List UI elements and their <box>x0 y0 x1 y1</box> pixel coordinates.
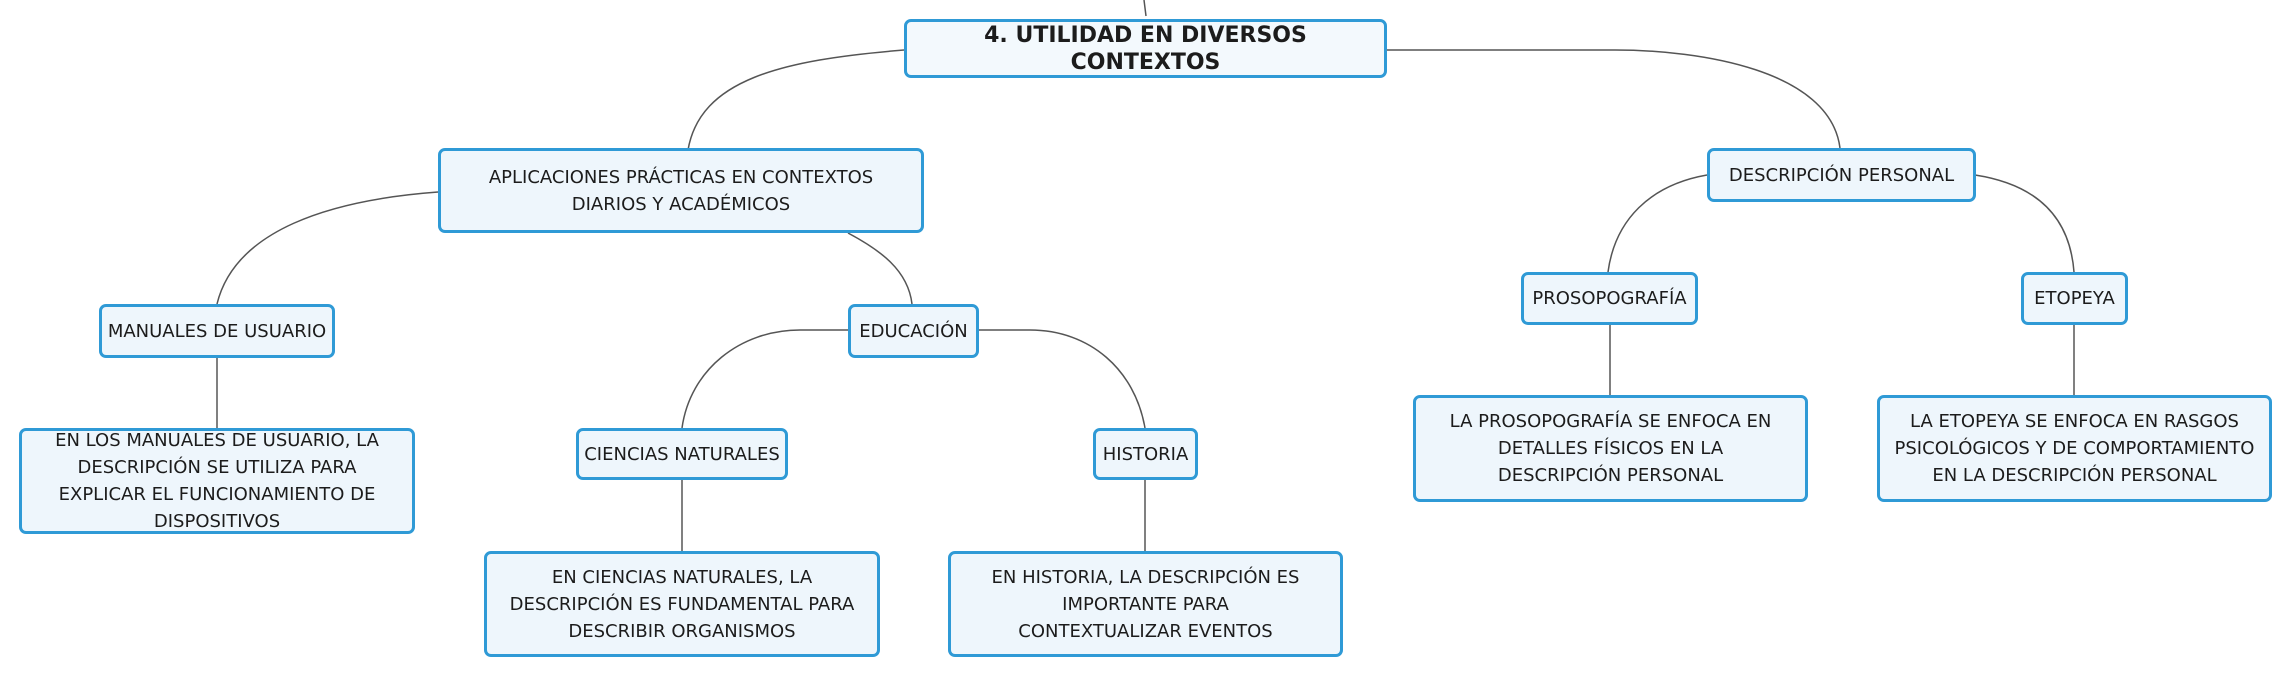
detail-manuales-de-usuario-text: EN LOS MANUALES DE USUARIO, LA DESCRIPCI… <box>55 430 379 532</box>
topic-descripcion-personal-label: DESCRIPCIÓN PERSONAL <box>1728 164 1955 186</box>
connector-educacion-historia <box>978 329 1146 429</box>
connector-root-descripcion <box>1385 49 1841 149</box>
root-topic-label: 4. UTILIDAD EN DIVERSOS CONTEXTOS <box>984 22 1307 75</box>
detail-historia[interactable]: EN HISTORIA, LA DESCRIPCIÓN ES IMPORTANT… <box>948 551 1343 657</box>
detail-historia-text: EN HISTORIA, LA DESCRIPCIÓN ES IMPORTANT… <box>991 566 1300 642</box>
connector-descripcion-prosopografia <box>1607 174 1708 273</box>
topic-educacion-label: EDUCACIÓN <box>859 320 968 342</box>
detail-etopeya[interactable]: LA ETOPEYA SE ENFOCA EN RASGOS PSICOLÓGI… <box>1877 395 2272 502</box>
connector-root-aplicaciones <box>687 49 905 151</box>
topic-aplicaciones-practicas-label: APLICACIONES PRÁCTICAS EN CONTEXTOS DIAR… <box>488 166 874 215</box>
topic-educacion[interactable]: EDUCACIÓN <box>848 304 979 358</box>
topic-historia[interactable]: HISTORIA <box>1093 428 1198 480</box>
connector-root-parent <box>1143 0 1147 17</box>
connector-educacion-ciencias <box>681 329 848 429</box>
detail-ciencias-naturales[interactable]: EN CIENCIAS NATURALES, LA DESCRIPCIÓN ES… <box>484 551 880 657</box>
topic-manuales-de-usuario-label: MANUALES DE USUARIO <box>107 320 327 342</box>
topic-ciencias-naturales[interactable]: CIENCIAS NATURALES <box>576 428 788 480</box>
detail-ciencias-naturales-text: EN CIENCIAS NATURALES, LA DESCRIPCIÓN ES… <box>509 566 855 642</box>
connector-aplicaciones-educacion <box>847 232 913 305</box>
topic-etopeya-label: ETOPEYA <box>2034 288 2115 309</box>
topic-ciencias-naturales-label: CIENCIAS NATURALES <box>584 443 780 465</box>
detail-etopeya-text: LA ETOPEYA SE ENFOCA EN RASGOS PSICOLÓGI… <box>1894 411 2255 486</box>
topic-prosopografia[interactable]: PROSOPOGRAFÍA <box>1521 272 1698 325</box>
topic-etopeya[interactable]: ETOPEYA <box>2021 272 2128 325</box>
topic-aplicaciones-practicas[interactable]: APLICACIONES PRÁCTICAS EN CONTEXTOS DIAR… <box>438 148 924 233</box>
connector-aplicaciones-manuales <box>216 191 439 305</box>
root-topic[interactable]: 4. UTILIDAD EN DIVERSOS CONTEXTOS <box>904 19 1387 78</box>
topic-descripcion-personal[interactable]: DESCRIPCIÓN PERSONAL <box>1707 148 1976 202</box>
topic-prosopografia-label: PROSOPOGRAFÍA <box>1532 288 1687 309</box>
connector-descripcion-etopeya <box>1974 174 2075 273</box>
detail-prosopografia-text: LA PROSOPOGRAFÍA SE ENFOCA EN DETALLES F… <box>1449 411 1772 486</box>
topic-historia-label: HISTORIA <box>1102 443 1189 465</box>
detail-prosopografia[interactable]: LA PROSOPOGRAFÍA SE ENFOCA EN DETALLES F… <box>1413 395 1808 502</box>
detail-manuales-de-usuario[interactable]: EN LOS MANUALES DE USUARIO, LA DESCRIPCI… <box>19 428 415 534</box>
topic-manuales-de-usuario[interactable]: MANUALES DE USUARIO <box>99 304 335 358</box>
